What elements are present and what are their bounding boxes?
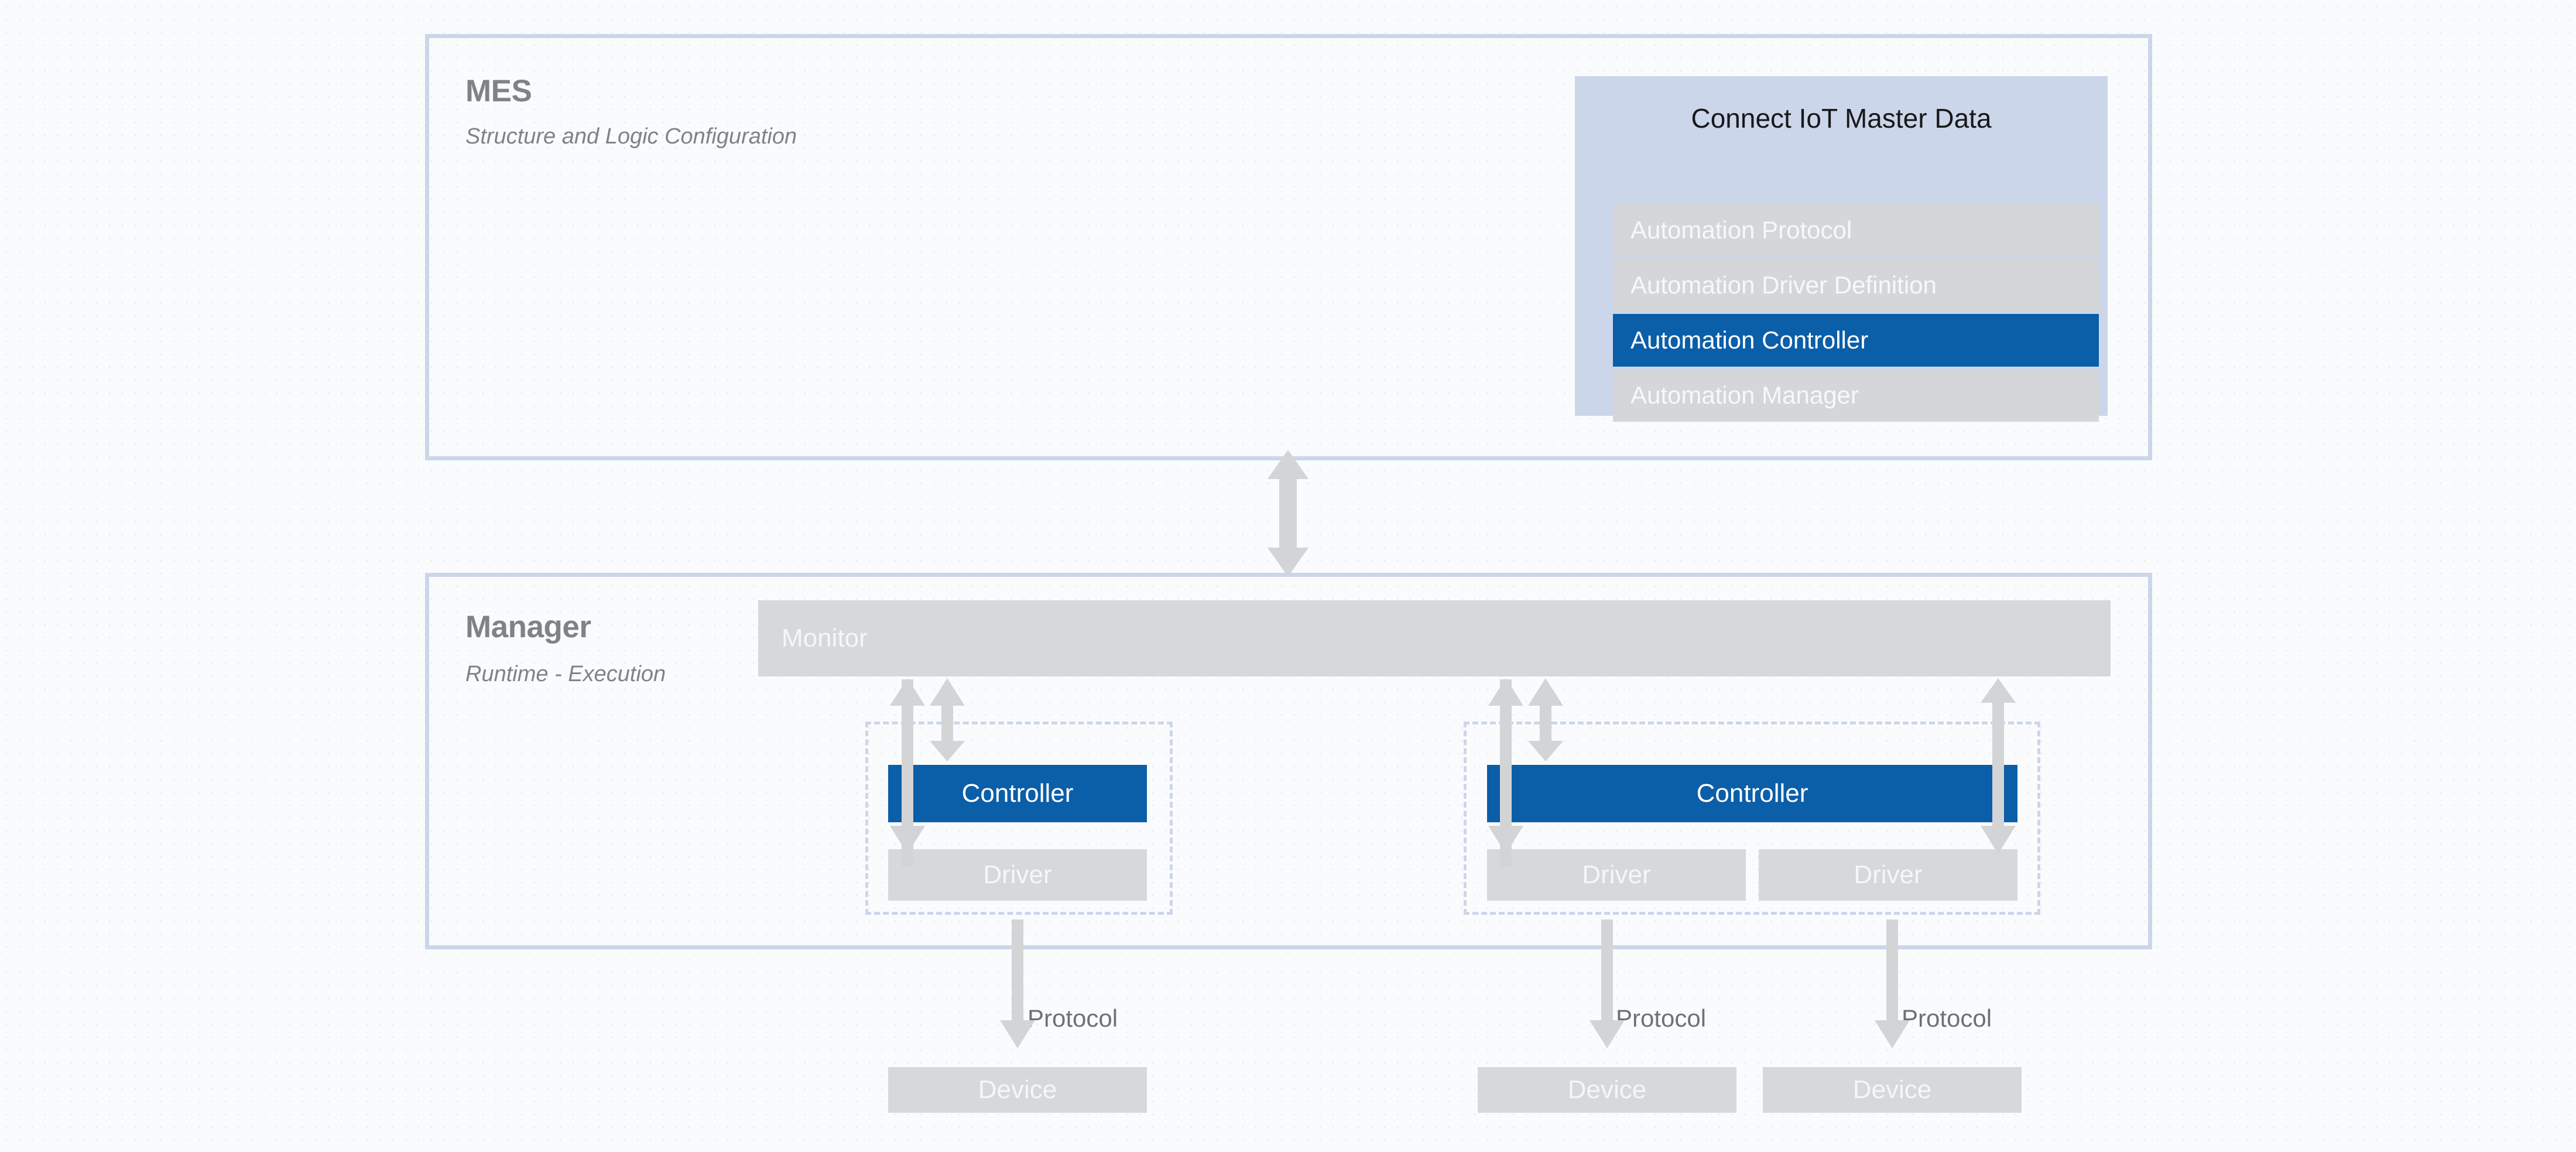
- manager-title: Manager: [465, 610, 591, 644]
- controller-box-right: Controller: [1487, 765, 2017, 822]
- driver-label: Driver: [1582, 860, 1651, 889]
- mes-title: MES: [465, 74, 532, 108]
- connect-iot-master-data-title: Connect IoT Master Data: [1691, 103, 1992, 134]
- controller-label: Controller: [1696, 779, 1808, 808]
- protocol-label-2: Protocol: [1616, 1004, 1707, 1032]
- iot-item-automation-controller[interactable]: Automation Controller: [1613, 314, 2099, 367]
- driver-label: Driver: [983, 860, 1052, 889]
- controller-label: Controller: [961, 779, 1074, 808]
- iot-item-label: Automation Controller: [1630, 326, 1869, 354]
- controller-box-left: Controller: [888, 765, 1147, 822]
- monitor-bar: Monitor: [758, 600, 2111, 676]
- driver-box-right-2: Driver: [1759, 849, 2017, 901]
- monitor-label: Monitor: [782, 624, 868, 652]
- driver-box-left-1: Driver: [888, 849, 1147, 901]
- iot-item-label: Automation Driver Definition: [1630, 271, 1937, 299]
- controller-group-right: [1464, 722, 2040, 915]
- iot-item-label: Automation Protocol: [1630, 216, 1852, 244]
- device-box-2: Device: [1478, 1067, 1736, 1113]
- device-label: Device: [1852, 1075, 1932, 1104]
- driver-box-right-1: Driver: [1487, 849, 1746, 901]
- manager-subtitle: Runtime - Execution: [465, 662, 666, 686]
- iot-item-automation-manager[interactable]: Automation Manager: [1613, 369, 2099, 422]
- iot-item-label: Automation Manager: [1630, 381, 1859, 409]
- controller-group-left: [865, 722, 1173, 915]
- protocol-label-1: Protocol: [1027, 1004, 1118, 1032]
- device-label: Device: [1567, 1075, 1647, 1104]
- device-box-3: Device: [1763, 1067, 2022, 1113]
- iot-item-automation-driver-definition[interactable]: Automation Driver Definition: [1613, 259, 2099, 312]
- driver-label: Driver: [1854, 860, 1923, 889]
- device-label: Device: [978, 1075, 1057, 1104]
- arrow-mes-manager: [1268, 450, 1308, 577]
- mes-subtitle: Structure and Logic Configuration: [465, 124, 797, 149]
- device-box-1: Device: [888, 1067, 1147, 1113]
- iot-item-automation-protocol[interactable]: Automation Protocol: [1613, 204, 2099, 257]
- protocol-label-3: Protocol: [1902, 1004, 1992, 1032]
